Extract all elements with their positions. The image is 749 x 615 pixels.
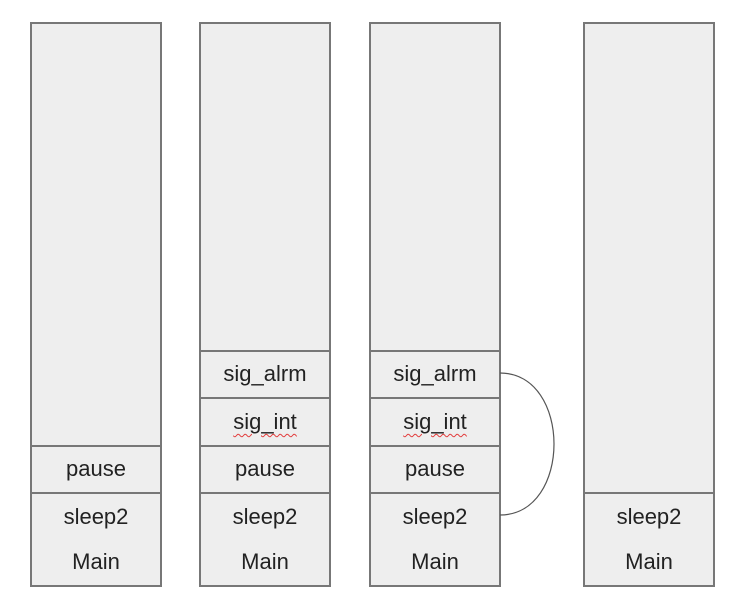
call-stack-1: Main sleep2 pause xyxy=(30,22,162,587)
stack-frame-main: Main xyxy=(201,539,329,585)
call-stack-3: Main sleep2 pause sig_int sig_alrm xyxy=(369,22,501,587)
stack-frame-sleep2: sleep2 xyxy=(585,492,713,540)
stack-frame-pause: pause xyxy=(201,444,329,492)
stack-frame-main: Main xyxy=(371,539,499,585)
call-stack-4: Main sleep2 xyxy=(583,22,715,587)
stack-frame-pause: pause xyxy=(371,444,499,492)
stack-frame-main: Main xyxy=(32,539,160,585)
stack-frame-sleep2: sleep2 xyxy=(371,492,499,540)
longjmp-arc xyxy=(499,372,555,516)
stack-frame-sig-alrm: sig_alrm xyxy=(371,349,499,397)
stack-frame-sig-int: sig_int xyxy=(371,397,499,445)
stack-frame-sleep2: sleep2 xyxy=(32,492,160,540)
call-stack-2: Main sleep2 pause sig_int sig_alrm xyxy=(199,22,331,587)
stack-frame-sig-int: sig_int xyxy=(201,397,329,445)
stack-frame-main: Main xyxy=(585,539,713,585)
stack-frame-sleep2: sleep2 xyxy=(201,492,329,540)
stack-frame-sig-alrm: sig_alrm xyxy=(201,349,329,397)
stack-frame-pause: pause xyxy=(32,444,160,492)
